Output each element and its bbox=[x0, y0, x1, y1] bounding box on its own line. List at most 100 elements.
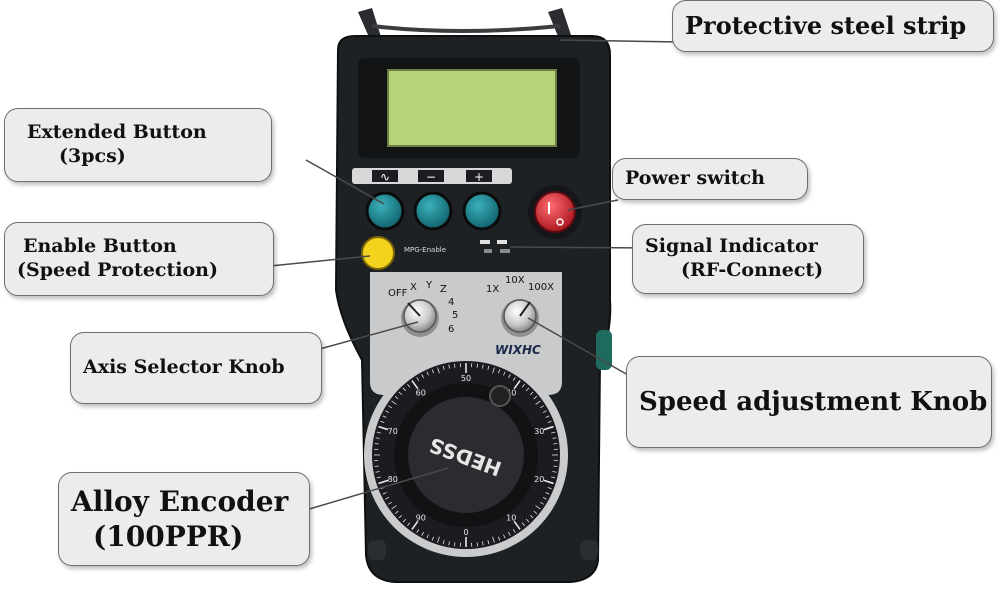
encoder-tick bbox=[431, 369, 434, 374]
encoder-tick bbox=[508, 374, 511, 379]
callout-steel-strip-text: Protective steel strip bbox=[685, 11, 967, 40]
encoder-tick bbox=[543, 425, 554, 431]
encoder-number: 10 bbox=[506, 513, 516, 522]
button-strip: ∿ − + bbox=[352, 168, 512, 184]
encoder-tick bbox=[394, 396, 399, 400]
speed-adjustment-knob[interactable] bbox=[501, 299, 539, 337]
brand-logo: WIXHC bbox=[495, 343, 541, 357]
encoder-tick bbox=[540, 501, 544, 505]
plus-symbol: + bbox=[474, 170, 484, 184]
encoder-tick bbox=[382, 492, 387, 495]
encoder-tick bbox=[525, 387, 530, 392]
speed-labels: 1X 10X 100X bbox=[486, 275, 554, 295]
encoder-number: 90 bbox=[416, 513, 426, 522]
encoder-tick bbox=[512, 377, 516, 381]
encoder-tick bbox=[542, 410, 547, 413]
encoder-tick bbox=[416, 377, 420, 381]
encoder-crank[interactable] bbox=[489, 385, 511, 407]
callout-speed-knob: Speed adjustment Knob bbox=[626, 356, 992, 448]
encoder-tick bbox=[391, 400, 397, 405]
speed-label-10x: 10X bbox=[505, 275, 525, 286]
encoder-number: 30 bbox=[534, 427, 544, 436]
encoder-tick bbox=[442, 540, 445, 545]
enable-button[interactable] bbox=[361, 236, 395, 270]
callout-encoder-line1: Alloy Encoder bbox=[71, 485, 289, 518]
encoder-tick bbox=[375, 471, 380, 473]
encoder-tick bbox=[543, 479, 554, 485]
callout-signal-indicator-line2: (RF-Connect) bbox=[681, 259, 824, 281]
encoder-tick bbox=[545, 415, 550, 418]
encoder-tick bbox=[508, 531, 511, 536]
encoder-tick bbox=[398, 514, 403, 519]
encoder-tick bbox=[375, 437, 380, 439]
encoder-tick bbox=[482, 364, 484, 369]
encoder-tick bbox=[380, 420, 385, 423]
callout-extended-button-line2: (3pcs) bbox=[59, 145, 126, 167]
encoder-tick bbox=[503, 534, 506, 539]
encoder-tick bbox=[551, 476, 556, 479]
encoder-tick bbox=[552, 471, 557, 473]
encoder-tick bbox=[498, 536, 501, 541]
callout-speed-knob-text: Speed adjustment Knob bbox=[639, 386, 988, 417]
encoder-number: 20 bbox=[534, 475, 544, 484]
encoder-tick bbox=[540, 405, 544, 409]
encoder-tick bbox=[492, 536, 495, 543]
encoder-tick bbox=[476, 542, 478, 547]
encoder-tick bbox=[521, 522, 525, 527]
callout-signal-indicator-line1: Signal Indicator bbox=[645, 235, 818, 258]
encoder-tick bbox=[385, 410, 390, 413]
encoder-number: 50 bbox=[461, 374, 471, 383]
encoder-tick bbox=[374, 443, 379, 445]
encoder-tick bbox=[378, 425, 389, 431]
encoder-tick bbox=[378, 479, 389, 485]
axis-selector-knob[interactable] bbox=[401, 299, 439, 337]
encoder-tick bbox=[437, 367, 440, 374]
speed-label-100x: 100X bbox=[528, 282, 554, 293]
encoder-tick bbox=[407, 383, 411, 388]
encoder-tick bbox=[376, 431, 381, 434]
power-switch[interactable] bbox=[528, 185, 582, 239]
lcd-screen bbox=[358, 58, 580, 158]
callout-encoder: Alloy Encoder (100PPR) bbox=[58, 472, 310, 566]
encoder-number: 0 bbox=[463, 528, 468, 537]
encoder-tick bbox=[492, 367, 495, 374]
encoder-number: 70 bbox=[388, 427, 398, 436]
encoder-tick bbox=[551, 431, 556, 434]
callout-power-switch: Power switch bbox=[612, 158, 808, 200]
encoder-tick bbox=[521, 383, 525, 388]
encoder-tick bbox=[513, 380, 521, 390]
encoder-tick bbox=[535, 505, 541, 510]
axis-labels: OFF X Y Z 4 5 6 bbox=[388, 280, 458, 335]
encoder-tick bbox=[542, 497, 547, 500]
encoder-tick bbox=[454, 542, 456, 547]
extended-button-1[interactable] bbox=[365, 191, 405, 231]
extended-button-2[interactable] bbox=[413, 191, 453, 231]
axis-label-5: 5 bbox=[452, 310, 458, 321]
axis-label-z: Z bbox=[440, 284, 447, 295]
encoder-tick bbox=[535, 400, 541, 405]
encoder-tick bbox=[529, 514, 534, 519]
callout-signal-indicator: Signal Indicator (RF-Connect) bbox=[632, 224, 864, 294]
encoder-tick bbox=[547, 487, 552, 490]
encoder-tick bbox=[385, 497, 390, 500]
encoder-tick bbox=[394, 510, 399, 514]
encoder-tick bbox=[388, 501, 392, 505]
callout-extended-button: Extended Button (3pcs) bbox=[4, 108, 272, 182]
encoder-tick bbox=[454, 363, 456, 368]
encoder-tick bbox=[426, 371, 429, 376]
encoder-tick bbox=[525, 518, 530, 523]
encoder-tick bbox=[376, 476, 381, 479]
speed-label-1x: 1X bbox=[486, 284, 499, 295]
encoder-tick bbox=[437, 536, 440, 543]
encoder-tick bbox=[421, 531, 424, 536]
encoder-tick bbox=[421, 374, 424, 379]
callout-steel-strip: Protective steel strip bbox=[672, 0, 994, 52]
encoder-tick bbox=[533, 510, 538, 514]
extended-button-3[interactable] bbox=[462, 191, 502, 231]
encoder-tick bbox=[533, 396, 538, 400]
encoder-tick bbox=[391, 505, 397, 510]
leader-lines bbox=[269, 39, 681, 511]
callout-extended-button-line1: Extended Button bbox=[27, 121, 207, 144]
encoder-tick bbox=[402, 387, 407, 392]
